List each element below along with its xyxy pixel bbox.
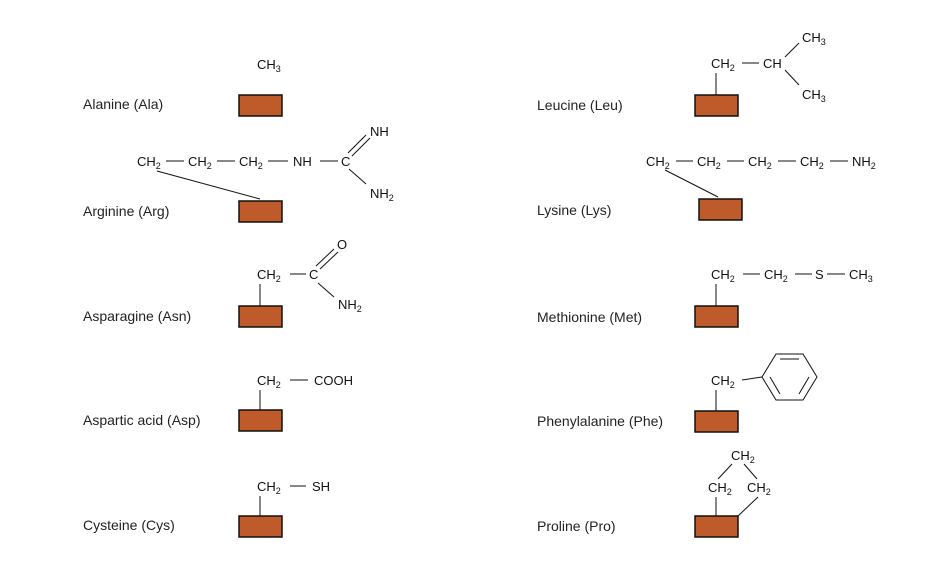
aspartic-acid-cooh: COOH xyxy=(314,373,353,388)
methionine-ch2-1: CH2 xyxy=(711,267,735,284)
cysteine-ch2: CH2 xyxy=(257,479,281,496)
asparagine-c: C xyxy=(309,267,318,282)
arginine-attach-bond xyxy=(156,170,261,200)
cysteine-backbone-block xyxy=(238,515,283,538)
bond xyxy=(351,137,371,157)
lysine-ch2-2: CH2 xyxy=(697,154,721,171)
alanine-ch3: CH3 xyxy=(257,57,281,74)
cysteine-sh: SH xyxy=(312,479,330,494)
methionine-s: S xyxy=(815,267,824,282)
lysine-backbone-block xyxy=(698,198,743,221)
phenylalanine-ch2: CH2 xyxy=(711,373,735,390)
proline-ch2-top: CH2 xyxy=(731,448,755,465)
aspartic-acid-structure: Aspartic acid (Asp) CH2 COOH xyxy=(83,373,353,432)
leucine-ch3-bottom: CH3 xyxy=(802,87,826,104)
methionine-ch2-2: CH2 xyxy=(764,267,788,284)
cysteine-label: Cysteine (Cys) xyxy=(83,517,175,533)
phenylalanine-structure: Phenylalanine (Phe) CH2 xyxy=(537,353,818,433)
lysine-structure: Lysine (Lys) CH2 CH2 CH2 CH2 NH2 xyxy=(537,154,876,221)
alanine-structure: Alanine (Ala) CH3 xyxy=(83,57,283,117)
aspartic-acid-ch2: CH2 xyxy=(257,373,281,390)
asparagine-backbone-block xyxy=(238,305,283,328)
bond xyxy=(737,496,759,517)
leucine-ch2: CH2 xyxy=(711,56,735,73)
asparagine-nh2: NH2 xyxy=(338,297,362,314)
lysine-nh2: NH2 xyxy=(852,154,876,171)
proline-backbone-block xyxy=(694,515,739,538)
lysine-ch2-1: CH2 xyxy=(646,154,670,171)
proline-structure: Proline (Pro) CH2 CH2 CH2 xyxy=(537,448,771,538)
bond xyxy=(348,168,367,185)
arginine-ch2-2: CH2 xyxy=(188,154,212,171)
proline-ch2-right: CH2 xyxy=(747,480,771,497)
lysine-attach-bond xyxy=(664,169,719,198)
arginine-ch2-1: CH2 xyxy=(137,154,161,171)
bond xyxy=(347,134,367,154)
bond xyxy=(784,69,800,86)
bond xyxy=(798,376,810,395)
leucine-ch3-top: CH3 xyxy=(802,30,826,47)
leucine-structure: Leucine (Leu) CH2 CH CH3 CH3 xyxy=(537,30,826,117)
aspartic-acid-label: Aspartic acid (Asp) xyxy=(83,412,200,428)
alanine-label: Alanine (Ala) xyxy=(83,96,163,112)
asparagine-ch2: CH2 xyxy=(257,267,281,284)
bond xyxy=(784,42,800,58)
bond xyxy=(743,463,758,480)
methionine-structure: Methionine (Met) CH2 CH2 S CH3 xyxy=(537,267,873,328)
arginine-structure: Arginine (Arg) CH2 CH2 CH2 NH C NH NH2 xyxy=(83,124,394,223)
arginine-nh: NH xyxy=(293,154,312,169)
methionine-ch3: CH3 xyxy=(849,267,873,284)
arginine-ch2-3: CH2 xyxy=(239,154,263,171)
alanine-backbone-block xyxy=(238,94,283,117)
phenylalanine-label: Phenylalanine (Phe) xyxy=(537,413,663,429)
methionine-label: Methionine (Met) xyxy=(537,309,642,325)
leucine-label: Leucine (Leu) xyxy=(537,97,623,113)
benzene-ring-icon xyxy=(761,353,818,401)
lysine-ch2-3: CH2 xyxy=(748,154,772,171)
aspartic-acid-backbone-block xyxy=(238,409,283,432)
cysteine-structure: Cysteine (Cys) CH2 SH xyxy=(83,479,330,538)
arginine-label: Arginine (Arg) xyxy=(83,203,169,219)
arginine-nh2: NH2 xyxy=(370,186,394,203)
bond xyxy=(717,463,733,480)
proline-ch2-left: CH2 xyxy=(708,480,732,497)
arginine-nh-imine: NH xyxy=(370,124,389,139)
phenylalanine-backbone-block xyxy=(694,410,739,433)
asparagine-o: O xyxy=(337,237,347,252)
lysine-label: Lysine (Lys) xyxy=(537,202,611,218)
bond xyxy=(741,376,763,381)
asparagine-structure: Asparagine (Asn) CH2 C O NH2 xyxy=(83,237,362,328)
leucine-ch: CH xyxy=(763,56,782,71)
lysine-ch2-4: CH2 xyxy=(800,154,824,171)
arginine-c: C xyxy=(341,154,350,169)
arginine-backbone-block xyxy=(238,200,283,223)
leucine-backbone-block xyxy=(694,94,739,117)
asparagine-label: Asparagine (Asn) xyxy=(83,308,191,324)
bond xyxy=(769,376,781,395)
bond xyxy=(319,251,339,270)
methionine-backbone-block xyxy=(694,305,739,328)
bond xyxy=(317,282,335,298)
bond xyxy=(315,248,335,267)
proline-label: Proline (Pro) xyxy=(537,518,616,534)
